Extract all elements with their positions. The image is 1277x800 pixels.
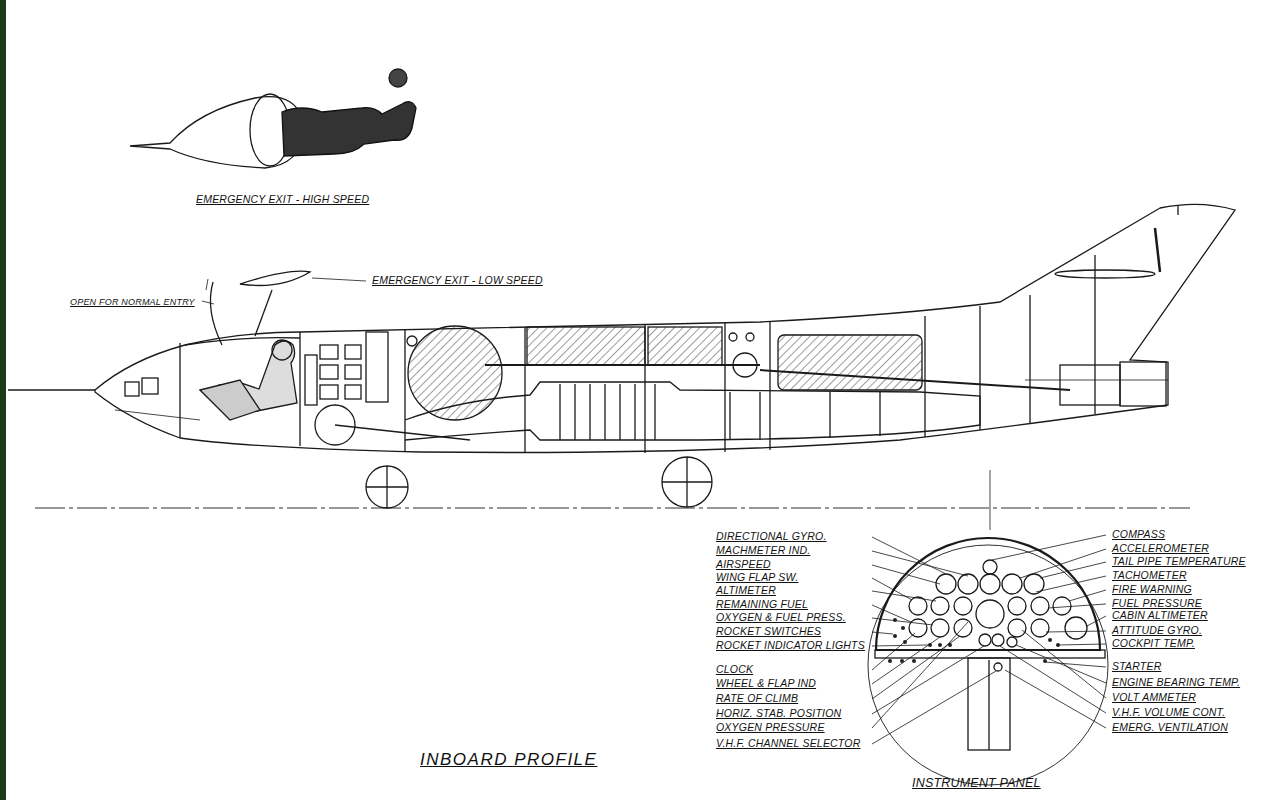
part-label: WHEEL & FLAP IND bbox=[716, 677, 816, 690]
part-label: EMERGENCY EXIT - LOW SPEED bbox=[372, 274, 543, 288]
part-label: COMPASS bbox=[1112, 528, 1165, 541]
part-label: OXYGEN & FUEL PRESS. bbox=[716, 611, 846, 624]
part-label: OXYGEN PRESSURE bbox=[716, 721, 825, 734]
part-label: WING FLAP SW. bbox=[716, 571, 798, 584]
part-label: EMERG. VENTILATION bbox=[1112, 721, 1228, 734]
part-label: V.H.F. VOLUME CONT. bbox=[1112, 706, 1225, 719]
part-label: ACCELEROMETER bbox=[1112, 542, 1209, 555]
part-label: CABIN ALTIMETER bbox=[1112, 609, 1208, 622]
part-label: RATE OF CLIMB bbox=[716, 692, 798, 705]
part-label: CLOCK bbox=[716, 663, 753, 676]
part-label: REMAINING FUEL bbox=[716, 598, 808, 611]
part-label: FUEL PRESSURE bbox=[1112, 597, 1202, 610]
part-label: MACHMETER IND. bbox=[716, 544, 810, 557]
part-label: EMERGENCY EXIT - HIGH SPEED bbox=[196, 193, 369, 207]
part-label: VOLT AMMETER bbox=[1112, 691, 1196, 704]
part-label: STARTER bbox=[1112, 660, 1161, 673]
part-label: DIRECTIONAL GYRO. bbox=[716, 530, 827, 543]
part-label: AIRSPEED bbox=[716, 558, 771, 571]
part-label: HORIZ. STAB. POSITION bbox=[716, 707, 841, 720]
part-label: OPEN FOR NORMAL ENTRY bbox=[70, 296, 195, 308]
part-label: ENGINE BEARING TEMP. bbox=[1112, 676, 1240, 689]
part-label: ROCKET SWITCHES bbox=[716, 625, 821, 638]
part-label: ALTIMETER bbox=[716, 584, 776, 597]
part-label: FIRE WARNING bbox=[1112, 583, 1192, 596]
part-label: ATTITUDE GYRO. bbox=[1112, 624, 1202, 637]
part-label: TACHOMETER bbox=[1112, 569, 1187, 582]
part-label: COCKPIT TEMP. bbox=[1112, 637, 1195, 650]
drawing-title: INBOARD PROFILE bbox=[420, 750, 597, 770]
part-label: TAIL PIPE TEMPERATURE bbox=[1112, 555, 1246, 568]
part-label: INSTRUMENT PANEL bbox=[912, 776, 1041, 792]
part-label: V.H.F. CHANNEL SELECTOR bbox=[716, 737, 860, 750]
part-label: ROCKET INDICATOR LIGHTS bbox=[716, 639, 865, 652]
